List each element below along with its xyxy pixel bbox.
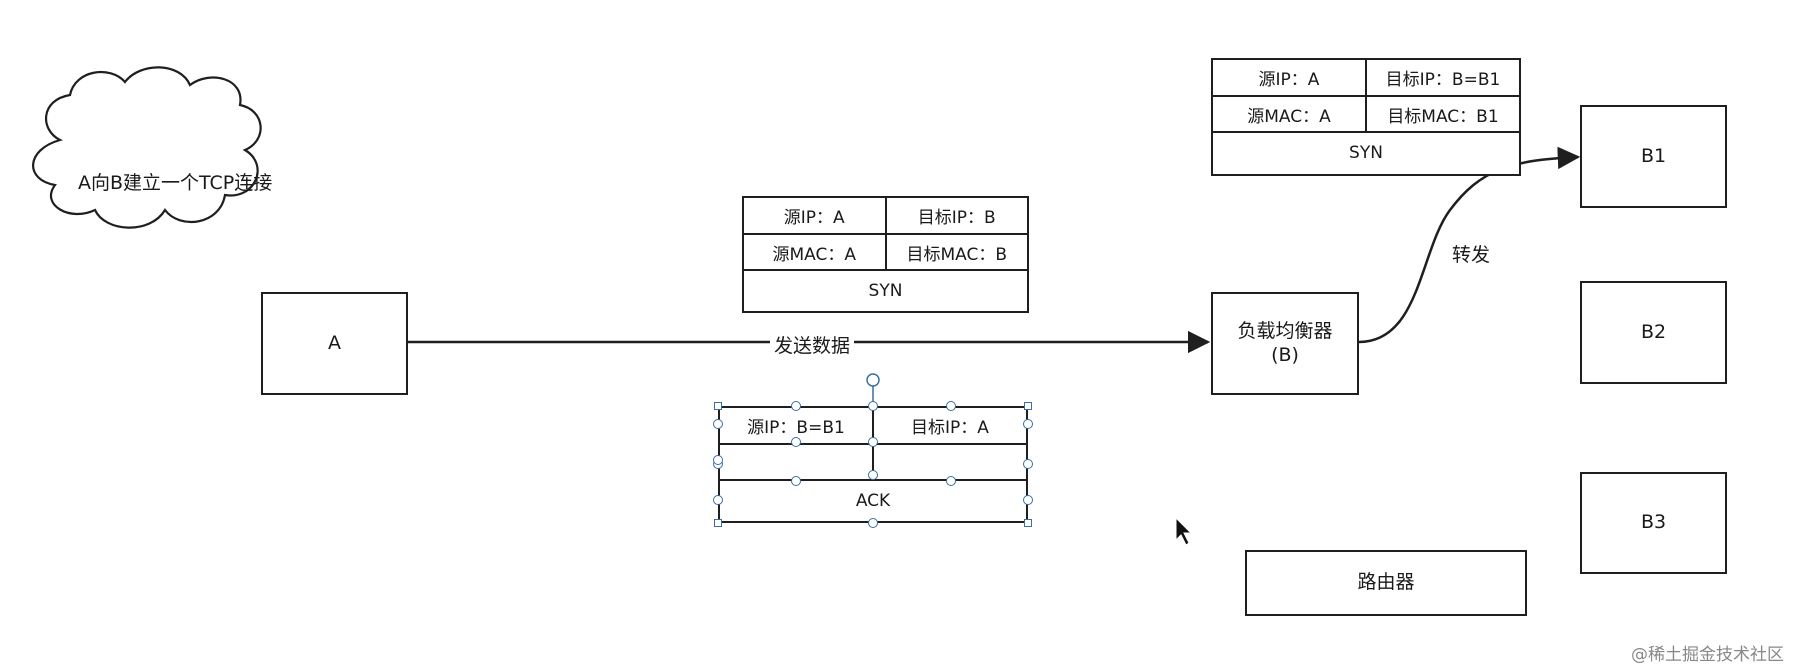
packet-syn-b1-dst-ip: 目标IP：B=B1 <box>1365 60 1519 95</box>
selection-handle-right[interactable] <box>1023 459 1033 469</box>
packet-syn-a[interactable]: 源IP：A 目标IP：B 源MAC：A 目标MAC：B SYN <box>742 196 1029 313</box>
selection-handle-mid-4[interactable] <box>868 437 878 447</box>
selection-handle-mid-7[interactable] <box>713 495 723 505</box>
packet-ack-src-ip: 源IP：B=B1 <box>747 418 845 438</box>
node-b3[interactable]: B3 <box>1580 472 1727 574</box>
node-b3-label: B3 <box>1640 511 1667 534</box>
selection-handle-mid-8[interactable] <box>1023 495 1033 505</box>
packet-syn-a-src-mac: 源MAC：A <box>772 244 857 265</box>
mouse-cursor-icon <box>1175 516 1193 546</box>
router-label: 路由器 <box>1357 571 1415 594</box>
packet-ack[interactable]: 源IP：B=B1 目标IP：A ACK <box>718 406 1028 523</box>
selection-handle-mid-9[interactable] <box>791 476 801 486</box>
node-load-balancer[interactable]: 负载均衡器 (B) <box>1211 292 1359 395</box>
node-a[interactable]: A <box>261 292 408 395</box>
load-balancer-sublabel: (B) <box>1271 343 1299 366</box>
packet-ack-src-mac <box>720 445 872 479</box>
selection-handle-mid-6[interactable] <box>1023 419 1033 429</box>
load-balancer-label: 负载均衡器 <box>1237 319 1333 342</box>
packet-syn-a-dst-mac: 目标MAC：B <box>884 235 1028 269</box>
watermark-text: @稀土掘金技术社区 <box>1631 645 1784 665</box>
selection-handle-bottom[interactable] <box>868 518 878 528</box>
selection-handle-tl[interactable] <box>714 402 722 410</box>
selection-handle-br[interactable] <box>1024 519 1032 527</box>
packet-syn-b1-flag: SYN <box>1349 143 1383 163</box>
node-b2-label: B2 <box>1640 320 1667 343</box>
forward-arrow <box>1358 146 1581 344</box>
cloud-shape <box>32 66 262 229</box>
selection-handle-mid-10[interactable] <box>946 476 956 486</box>
selection-handle-mid-11[interactable] <box>713 455 723 465</box>
packet-syn-b1[interactable]: 源IP：A 目标IP：B=B1 源MAC：A 目标MAC：B1 SYN <box>1211 58 1521 176</box>
packet-ack-dst-mac <box>872 445 1026 479</box>
packet-ack-dst-ip: 目标IP：A <box>872 408 1026 443</box>
selection-handle-top[interactable] <box>868 401 878 411</box>
packet-syn-a-src-ip: 源IP：A <box>783 208 845 228</box>
node-b1[interactable]: B1 <box>1580 105 1727 208</box>
packet-syn-b1-src-mac: 源MAC：A <box>1247 106 1331 127</box>
selection-rotate-handle[interactable] <box>866 373 880 387</box>
send-label: 发送数据 <box>770 331 855 358</box>
forward-label: 转发 <box>1448 240 1495 267</box>
cloud-text: A向B建立一个TCP连接 <box>78 172 273 194</box>
node-b2[interactable]: B2 <box>1580 281 1727 384</box>
packet-ack-flag: ACK <box>855 490 891 511</box>
packet-syn-b1-src-ip: 源IP：A <box>1258 70 1320 90</box>
packet-syn-a-dst-ip: 目标IP：B <box>884 198 1028 233</box>
selection-handle-mid-1[interactable] <box>791 401 801 411</box>
node-router[interactable]: 路由器 <box>1245 550 1527 616</box>
selection-handle-tr[interactable] <box>1024 402 1032 410</box>
selection-handle-mid-5[interactable] <box>713 419 723 429</box>
selection-handle-mid-12[interactable] <box>868 470 878 480</box>
selection-handle-bl[interactable] <box>714 519 722 527</box>
packet-syn-a-flag: SYN <box>868 280 903 301</box>
selection-handle-mid-2[interactable] <box>946 401 956 411</box>
node-a-label: A <box>328 331 341 354</box>
node-b1-label: B1 <box>1640 144 1667 167</box>
selection-handle-mid-3[interactable] <box>791 437 801 447</box>
packet-syn-b1-dst-mac: 目标MAC：B1 <box>1365 97 1519 131</box>
